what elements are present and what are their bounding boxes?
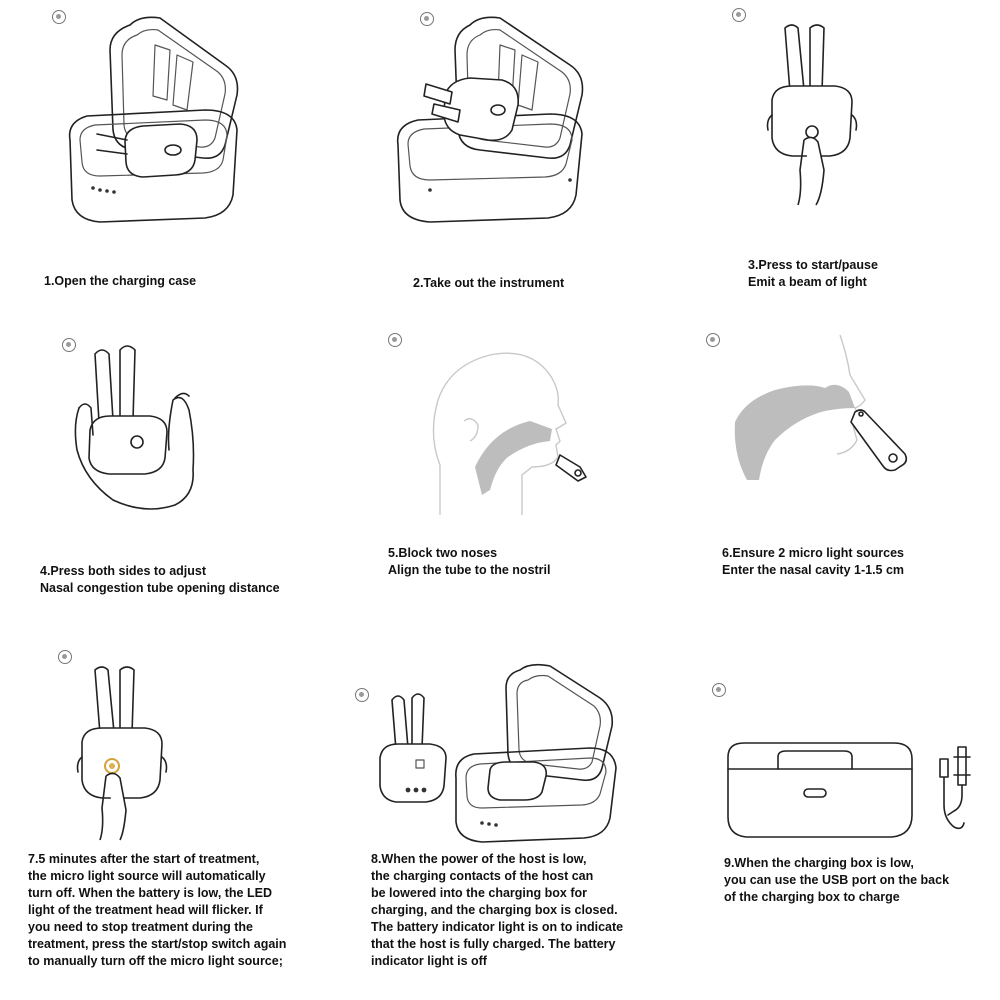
align-tube-nostril-icon	[432, 352, 587, 515]
step-number-icon	[712, 683, 726, 697]
recharge-host-icon	[379, 663, 617, 843]
step-number-icon	[388, 333, 402, 347]
step-caption: 5.Block two noses Align the tube to the …	[388, 546, 551, 577]
take-out-instrument-icon	[396, 16, 584, 223]
step-number-icon	[706, 333, 720, 347]
adjust-tube-distance-icon	[74, 345, 195, 510]
step-caption: 4.Press both sides to adjust Nasal conge…	[40, 564, 280, 595]
step-number-icon	[420, 12, 434, 26]
step-caption: 8.When the power of the host is low, the…	[371, 852, 624, 968]
step-number-icon	[732, 8, 746, 22]
step-number-icon	[62, 338, 76, 352]
step-number-icon	[58, 650, 72, 664]
step-caption: 6.Ensure 2 micro light sources Enter the…	[722, 546, 905, 577]
step-caption: 9.When the charging box is low, you can …	[724, 856, 950, 904]
insert-nasal-cavity-icon	[734, 334, 908, 480]
auto-off-led-flicker-icon	[76, 666, 168, 841]
step-caption: 7.5 minutes after the start of treatment…	[28, 852, 287, 968]
step-caption: 2.Take out the instrument	[413, 276, 565, 290]
step-number-icon	[52, 10, 66, 24]
step-caption: 3.Press to start/pause Emit a beam of li…	[748, 258, 878, 289]
press-start-pause-icon	[766, 24, 858, 206]
usb-charge-box-icon	[727, 742, 971, 838]
step-caption: 1.Open the charging case	[44, 274, 197, 288]
open-charging-case-icon	[68, 16, 239, 223]
step-number-icon	[355, 688, 369, 702]
